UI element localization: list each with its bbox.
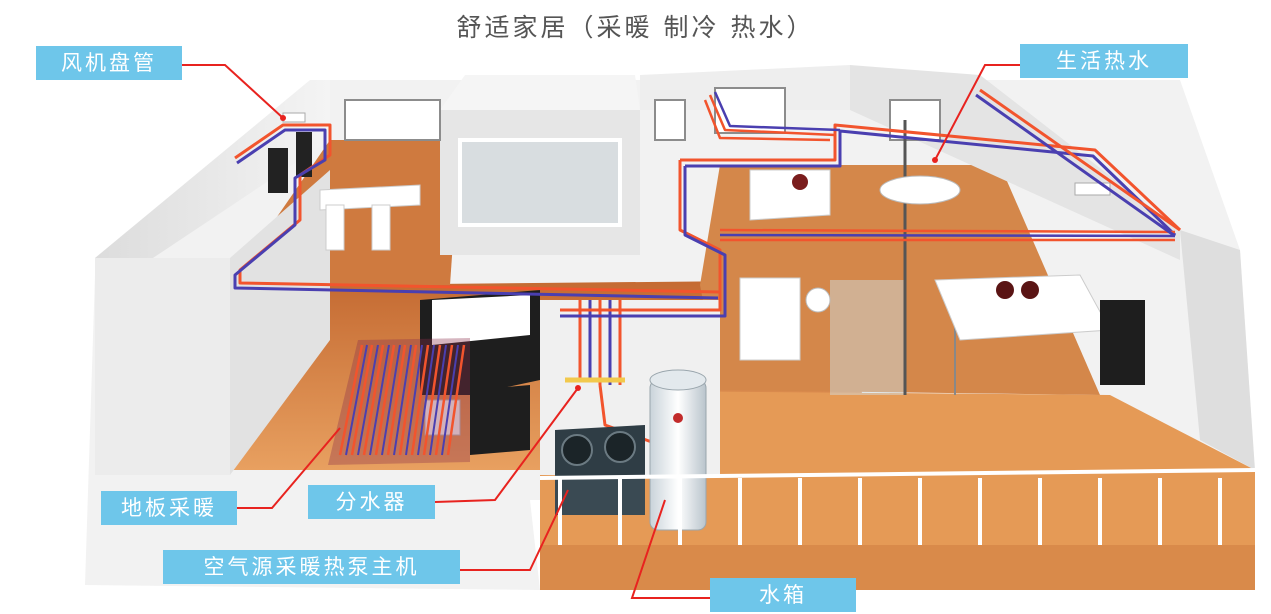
diagram-title: 舒适家居（采暖 制冷 热水） bbox=[456, 13, 815, 42]
leader-lines bbox=[182, 64, 1020, 599]
pipe-network bbox=[233, 88, 1182, 447]
label-water-tank: 水箱 bbox=[710, 578, 856, 612]
water-tank-body bbox=[649, 369, 707, 531]
label-fan-coil: 风机盘管 bbox=[36, 46, 182, 80]
label-hot-water: 生活热水 bbox=[1020, 44, 1188, 78]
balcony-railing bbox=[539, 468, 1256, 545]
leader-line-water-tank bbox=[630, 499, 710, 599]
heat-pump-unit bbox=[555, 425, 645, 515]
leader-line-heat-pump bbox=[460, 489, 569, 571]
label-manifold: 分水器 bbox=[308, 485, 435, 519]
floor-heating-coil bbox=[328, 338, 470, 465]
leader-line-fan-coil bbox=[182, 64, 284, 119]
label-heat-pump: 空气源采暖热泵主机 bbox=[163, 550, 460, 584]
walls bbox=[95, 65, 1255, 475]
label-floor-heating: 地板采暖 bbox=[101, 491, 237, 525]
leader-line-floor-heating bbox=[237, 427, 341, 509]
leader-line-manifold bbox=[434, 387, 579, 503]
furniture bbox=[282, 112, 1145, 455]
leader-line-hot-water bbox=[934, 64, 1020, 161]
